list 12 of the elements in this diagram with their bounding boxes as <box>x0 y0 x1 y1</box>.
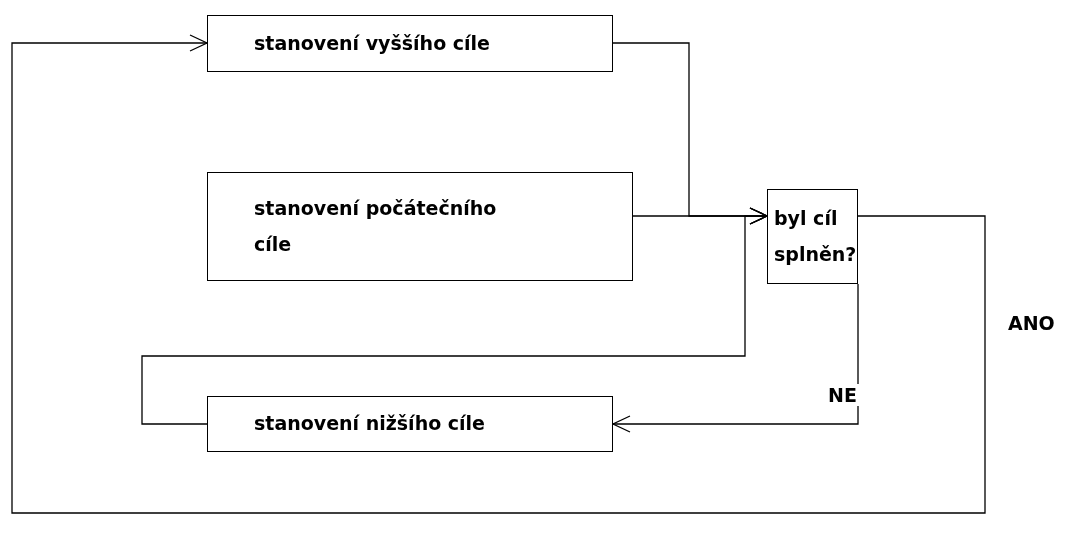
process-box <box>207 15 613 72</box>
decision-box <box>767 189 858 284</box>
box-label: stanovení počátečního cíle <box>254 196 498 257</box>
arrow <box>141 207 768 425</box>
box-label: stanovení vyššího cíle <box>254 30 490 56</box>
arrow <box>612 283 859 433</box>
arrow <box>11 34 986 514</box>
box-label: byl cíl splněn? <box>774 206 857 267</box>
process-box <box>207 396 613 452</box>
edge-label: NE <box>826 384 859 406</box>
box-label: stanovení nižšího cíle <box>254 411 485 437</box>
process-box <box>207 172 633 281</box>
